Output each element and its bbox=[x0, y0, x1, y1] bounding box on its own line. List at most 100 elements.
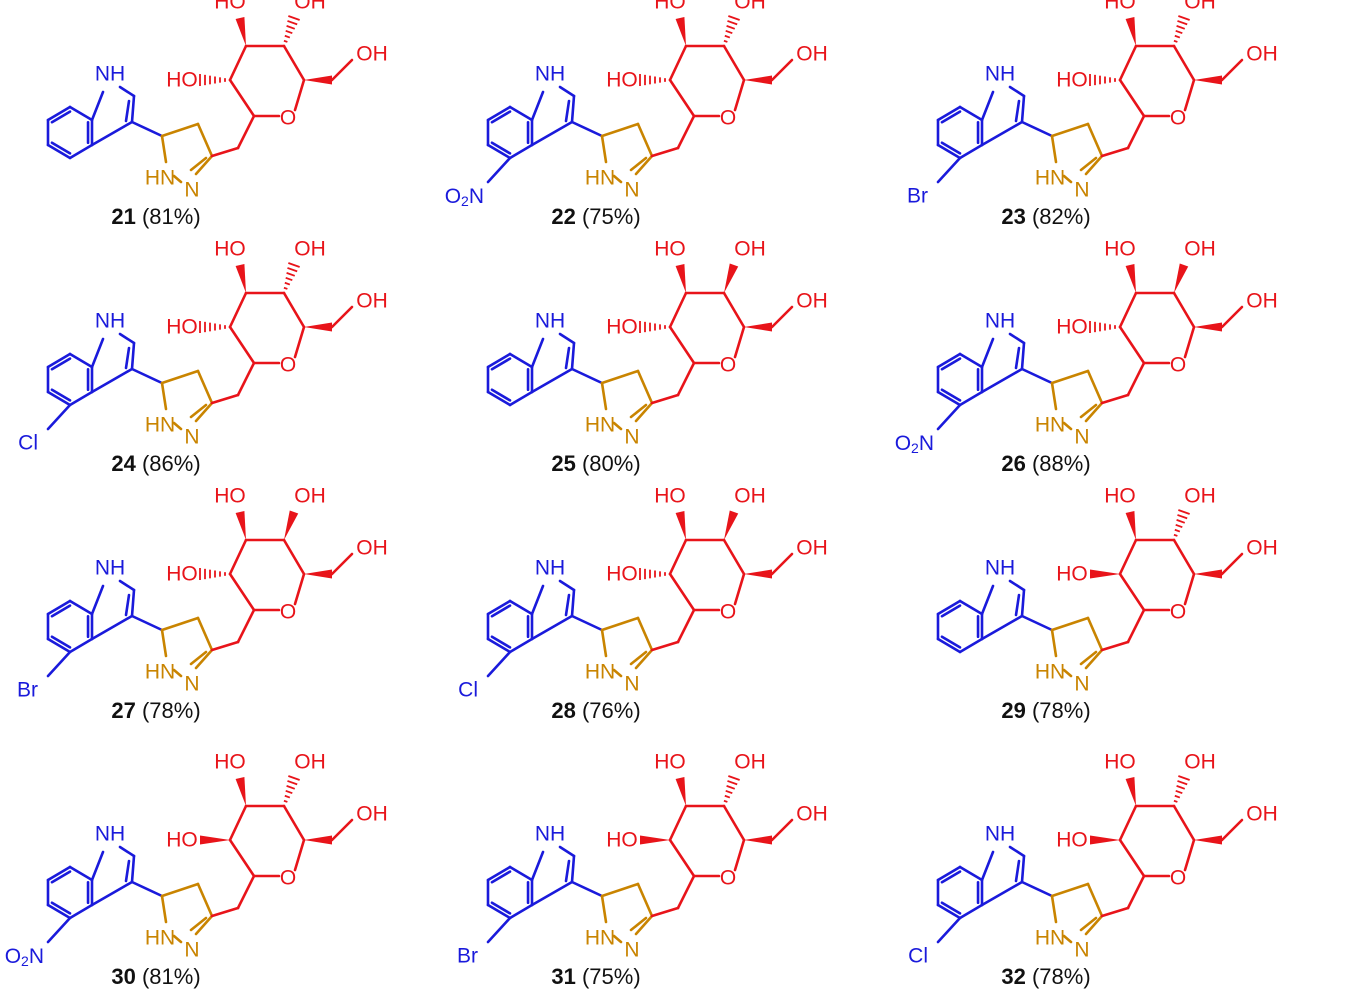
pyrazoline-bond bbox=[1050, 894, 1058, 924]
methylene-bond bbox=[650, 393, 680, 405]
indole-aromatic-bond bbox=[50, 110, 72, 124]
oh-label: OH bbox=[1246, 803, 1278, 826]
sugar-bond bbox=[676, 608, 696, 644]
ring-oxygen-label: O bbox=[720, 107, 736, 130]
indole-aromatic-bond bbox=[490, 141, 512, 155]
indole-nh-label: NH bbox=[985, 823, 1015, 846]
indole-pyrazoline-link bbox=[570, 120, 604, 138]
pyrazoline-hn-label: HN bbox=[1035, 927, 1065, 950]
hash-stroke bbox=[723, 39, 728, 43]
pyrazoline-cn-bond bbox=[634, 914, 654, 936]
compound-caption: 22 (75%) bbox=[551, 204, 640, 229]
methylene-bond bbox=[210, 640, 240, 652]
indole-benzene-bond bbox=[46, 637, 72, 654]
sugar-ring-bond bbox=[722, 804, 746, 842]
sugar-ring-bond bbox=[1172, 538, 1196, 576]
indole-benzene-bond bbox=[486, 637, 512, 654]
oh-label: OH bbox=[356, 803, 388, 826]
ho-label: HO bbox=[606, 829, 638, 852]
pyrazoline-cn-bond bbox=[1084, 914, 1104, 936]
hydroxymethyl-wedge bbox=[304, 322, 332, 332]
oh-label: OH bbox=[294, 485, 326, 508]
oh-label: OH bbox=[1184, 238, 1216, 261]
pyrazoline-cn-double bbox=[189, 156, 208, 172]
indole-aromatic-bond bbox=[50, 635, 72, 649]
sugar-ring-bond bbox=[1118, 325, 1146, 365]
indole-n-bond bbox=[90, 90, 105, 122]
indole-c2c3-double bbox=[124, 859, 131, 883]
ho-label: HO bbox=[606, 563, 638, 586]
ho-label: HO bbox=[654, 485, 686, 508]
pyrazoline-bond bbox=[160, 616, 200, 632]
hash-stroke bbox=[727, 20, 738, 26]
sugar-ring-bond bbox=[722, 44, 746, 82]
compound-number: 29 bbox=[1001, 698, 1025, 723]
compound-yield: (75%) bbox=[576, 964, 641, 989]
hash-stroke bbox=[724, 794, 731, 799]
compound-caption: 27 (78%) bbox=[111, 698, 200, 723]
indole-pyrazoline-link bbox=[130, 120, 164, 138]
sugar-ring-bond bbox=[1118, 838, 1146, 878]
indole-aromatic-bond bbox=[50, 901, 72, 915]
indole-aromatic-bond bbox=[50, 141, 72, 155]
hash-stroke bbox=[1174, 528, 1181, 533]
oh-label: OH bbox=[1246, 290, 1278, 313]
hydroxymethyl-wedge bbox=[744, 835, 772, 845]
c4-oh-hash bbox=[283, 775, 300, 803]
hydroxymethyl-wedge bbox=[744, 322, 772, 332]
hydroxymethyl-bond bbox=[770, 305, 794, 329]
sugar-ring-bond bbox=[1183, 78, 1196, 112]
methylene-bond bbox=[650, 906, 680, 918]
indole-nh-label: NH bbox=[535, 63, 565, 86]
indole-benzene-bond bbox=[46, 903, 72, 920]
indole-c3-bond bbox=[90, 367, 134, 394]
indole-n-bond bbox=[558, 845, 576, 858]
c3-oh-wedge bbox=[1125, 264, 1136, 293]
compound-caption: 23 (82%) bbox=[1001, 204, 1090, 229]
pyrazoline-nn-bond bbox=[612, 174, 623, 184]
pyrazoline-bond bbox=[196, 882, 214, 918]
hash-stroke bbox=[1173, 39, 1178, 43]
sugar-ring-bond bbox=[1118, 44, 1138, 82]
ring-oxygen-label: O bbox=[280, 354, 296, 377]
hash-stroke bbox=[283, 799, 288, 803]
hash-stroke bbox=[1174, 794, 1181, 799]
pyrazoline-bond bbox=[636, 369, 654, 405]
indole-benzene-bond bbox=[68, 599, 94, 616]
pyrazoline-bond bbox=[1086, 616, 1104, 652]
indole-c3-bond bbox=[90, 120, 134, 147]
indole-c2c3-bond bbox=[570, 94, 576, 124]
oh-label: OH bbox=[1184, 485, 1216, 508]
hash-stroke bbox=[283, 39, 288, 43]
compound-number: 30 bbox=[111, 964, 135, 989]
compound-number: 24 bbox=[111, 451, 136, 476]
hash-stroke bbox=[1175, 523, 1183, 529]
indole-c2c3-double bbox=[564, 593, 571, 617]
hash-stroke bbox=[726, 785, 736, 790]
pyrazoline-nn-bond bbox=[1062, 421, 1073, 431]
pyrazoline-bond bbox=[1050, 381, 1058, 411]
indole-aromatic-bond bbox=[50, 388, 72, 402]
pyrazoline-nn-bond bbox=[1062, 934, 1073, 944]
substituent-bond bbox=[46, 916, 72, 944]
sugar-ring-bond bbox=[1118, 538, 1138, 576]
indole-benzene-bond bbox=[46, 865, 72, 882]
ho-label: HO bbox=[166, 563, 198, 586]
hydroxymethyl-wedge bbox=[1194, 569, 1222, 579]
sugar-bond bbox=[1126, 114, 1146, 150]
ho-label: HO bbox=[166, 829, 198, 852]
indole-benzene-bond bbox=[508, 903, 534, 920]
hash-stroke bbox=[1173, 533, 1178, 537]
pyrazoline-hn-label: HN bbox=[1035, 414, 1065, 437]
c4-oh-wedge bbox=[724, 510, 739, 540]
hash-stroke bbox=[284, 281, 291, 286]
pyrazoline-cn-double bbox=[1079, 916, 1098, 932]
sugar-ring-bond bbox=[228, 44, 248, 82]
pyrazoline-n-label: N bbox=[184, 179, 199, 202]
ho-label: HO bbox=[1056, 829, 1088, 852]
hash-stroke bbox=[286, 785, 296, 790]
